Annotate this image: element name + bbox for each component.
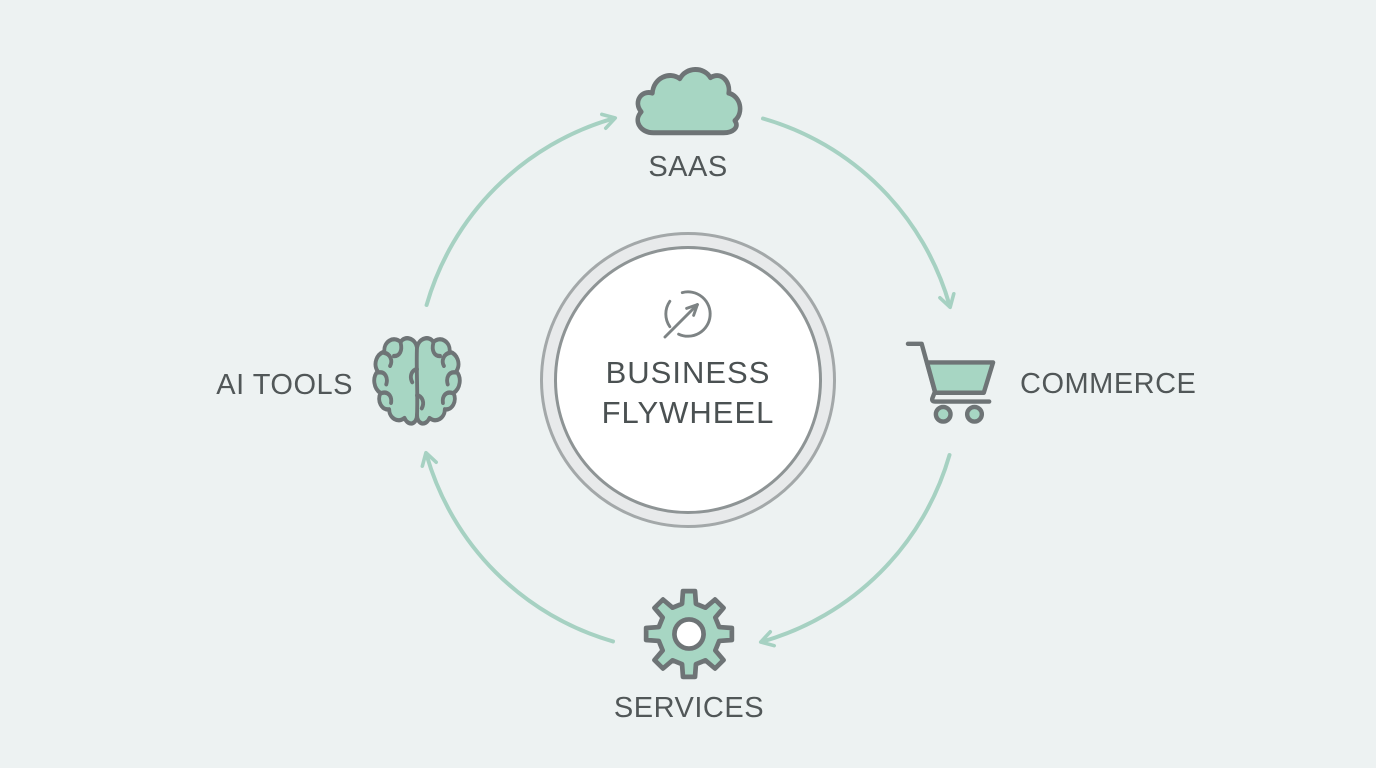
gear-icon	[643, 588, 735, 680]
node-label-services: SERVICES	[613, 692, 765, 724]
arrow-commerce-to-services	[758, 453, 952, 648]
cloud-icon	[635, 67, 743, 136]
arrow-ai-tools-to-saas	[424, 112, 618, 307]
center-circle-inner: BUSINESS FLYWHEEL	[554, 246, 822, 514]
growth-arrow-icon	[663, 290, 712, 339]
arrow-services-to-ai-tools	[420, 450, 615, 644]
shopping-cart-icon	[905, 341, 996, 424]
center-title-line2: FLYWHEEL	[601, 395, 775, 431]
center-circle: BUSINESS FLYWHEEL	[540, 232, 836, 528]
center-title-line1: BUSINESS	[605, 355, 771, 390]
node-label-ai-tools: AI TOOLS	[216, 369, 353, 401]
center-title: BUSINESS FLYWHEEL	[602, 353, 775, 434]
node-label-commerce: COMMERCE	[1020, 368, 1197, 400]
brain-icon	[372, 336, 462, 426]
node-label-saas: SAAS	[648, 151, 728, 183]
arrow-saas-to-commerce	[761, 116, 956, 310]
